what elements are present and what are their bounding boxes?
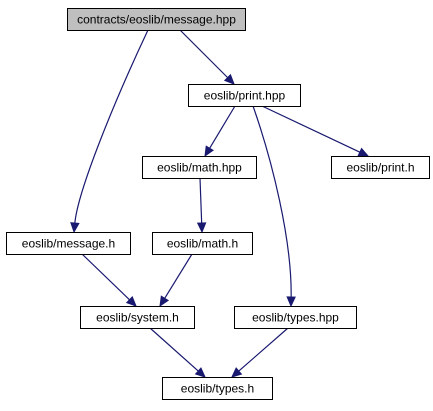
arrowhead-types_hpp-to-types_h	[231, 367, 243, 378]
node-box	[67, 8, 246, 31]
node-label: eoslib/math.h	[167, 237, 238, 251]
node-print-hpp[interactable]: eoslib/print.hpp	[188, 84, 301, 107]
edge-system_h-to-types_h	[149, 327, 199, 372]
arrowhead-print_hpp-to-types_hpp	[286, 296, 296, 308]
node-math-hpp[interactable]: eoslib/math.hpp	[142, 156, 257, 179]
arrowhead-system_h-to-types_h	[194, 367, 206, 378]
arrowhead-print_hpp-to-print_h	[357, 147, 370, 157]
edge-message_hpp-to-message_h	[74, 29, 149, 224]
arrowhead-math_h-to-system_h	[159, 295, 170, 308]
node-box	[80, 306, 195, 329]
node-message-hpp[interactable]: contracts/eoslib/message.hpp	[67, 8, 246, 31]
edge-print_hpp-to-types_hpp	[252, 105, 292, 298]
node-label: eoslib/types.h	[181, 382, 254, 396]
node-system-h[interactable]: eoslib/system.h	[80, 306, 195, 329]
node-box	[152, 232, 253, 255]
arrowhead-message_hpp-to-message_h	[70, 222, 80, 234]
node-types-hpp[interactable]: eoslib/types.hpp	[234, 306, 357, 329]
edge-print_hpp-to-print_h	[261, 105, 361, 153]
edge-math_hpp-to-math_h	[199, 177, 203, 224]
node-box	[331, 156, 430, 179]
edge-math_h-to-system_h	[164, 253, 193, 299]
edge-message_h-to-system_h	[81, 253, 130, 301]
edge-types_hpp-to-types_h	[238, 327, 289, 372]
node-label: eoslib/math.hpp	[157, 161, 242, 175]
node-box	[188, 84, 301, 107]
node-label: eoslib/print.hpp	[204, 89, 286, 103]
node-math-h[interactable]: eoslib/math.h	[152, 232, 253, 255]
node-message-h[interactable]: eoslib/message.h	[6, 232, 131, 255]
node-label: eoslib/print.h	[346, 161, 414, 175]
node-label: eoslib/message.h	[22, 237, 115, 251]
node-box	[162, 377, 273, 400]
node-print-h[interactable]: eoslib/print.h	[331, 156, 430, 179]
arrowhead-print_hpp-to-math_hpp	[204, 145, 214, 158]
arrowhead-message_h-to-system_h	[125, 295, 137, 307]
node-types-h[interactable]: eoslib/types.h	[162, 377, 273, 400]
edges-layer	[70, 29, 370, 378]
node-label: eoslib/system.h	[96, 311, 179, 325]
nodes-layer: contracts/eoslib/message.hpp eoslib/print…	[6, 8, 430, 400]
node-label: contracts/eoslib/message.hpp	[77, 13, 236, 27]
edge-print_hpp-to-math_hpp	[209, 105, 236, 149]
node-box	[6, 232, 131, 255]
node-box	[142, 156, 257, 179]
arrowhead-math_hpp-to-math_h	[196, 222, 207, 234]
arrowhead-message_hpp-to-print_hpp	[223, 73, 235, 85]
node-box	[234, 306, 357, 329]
node-label: eoslib/types.hpp	[252, 311, 339, 325]
edge-message_hpp-to-print_hpp	[179, 29, 229, 79]
